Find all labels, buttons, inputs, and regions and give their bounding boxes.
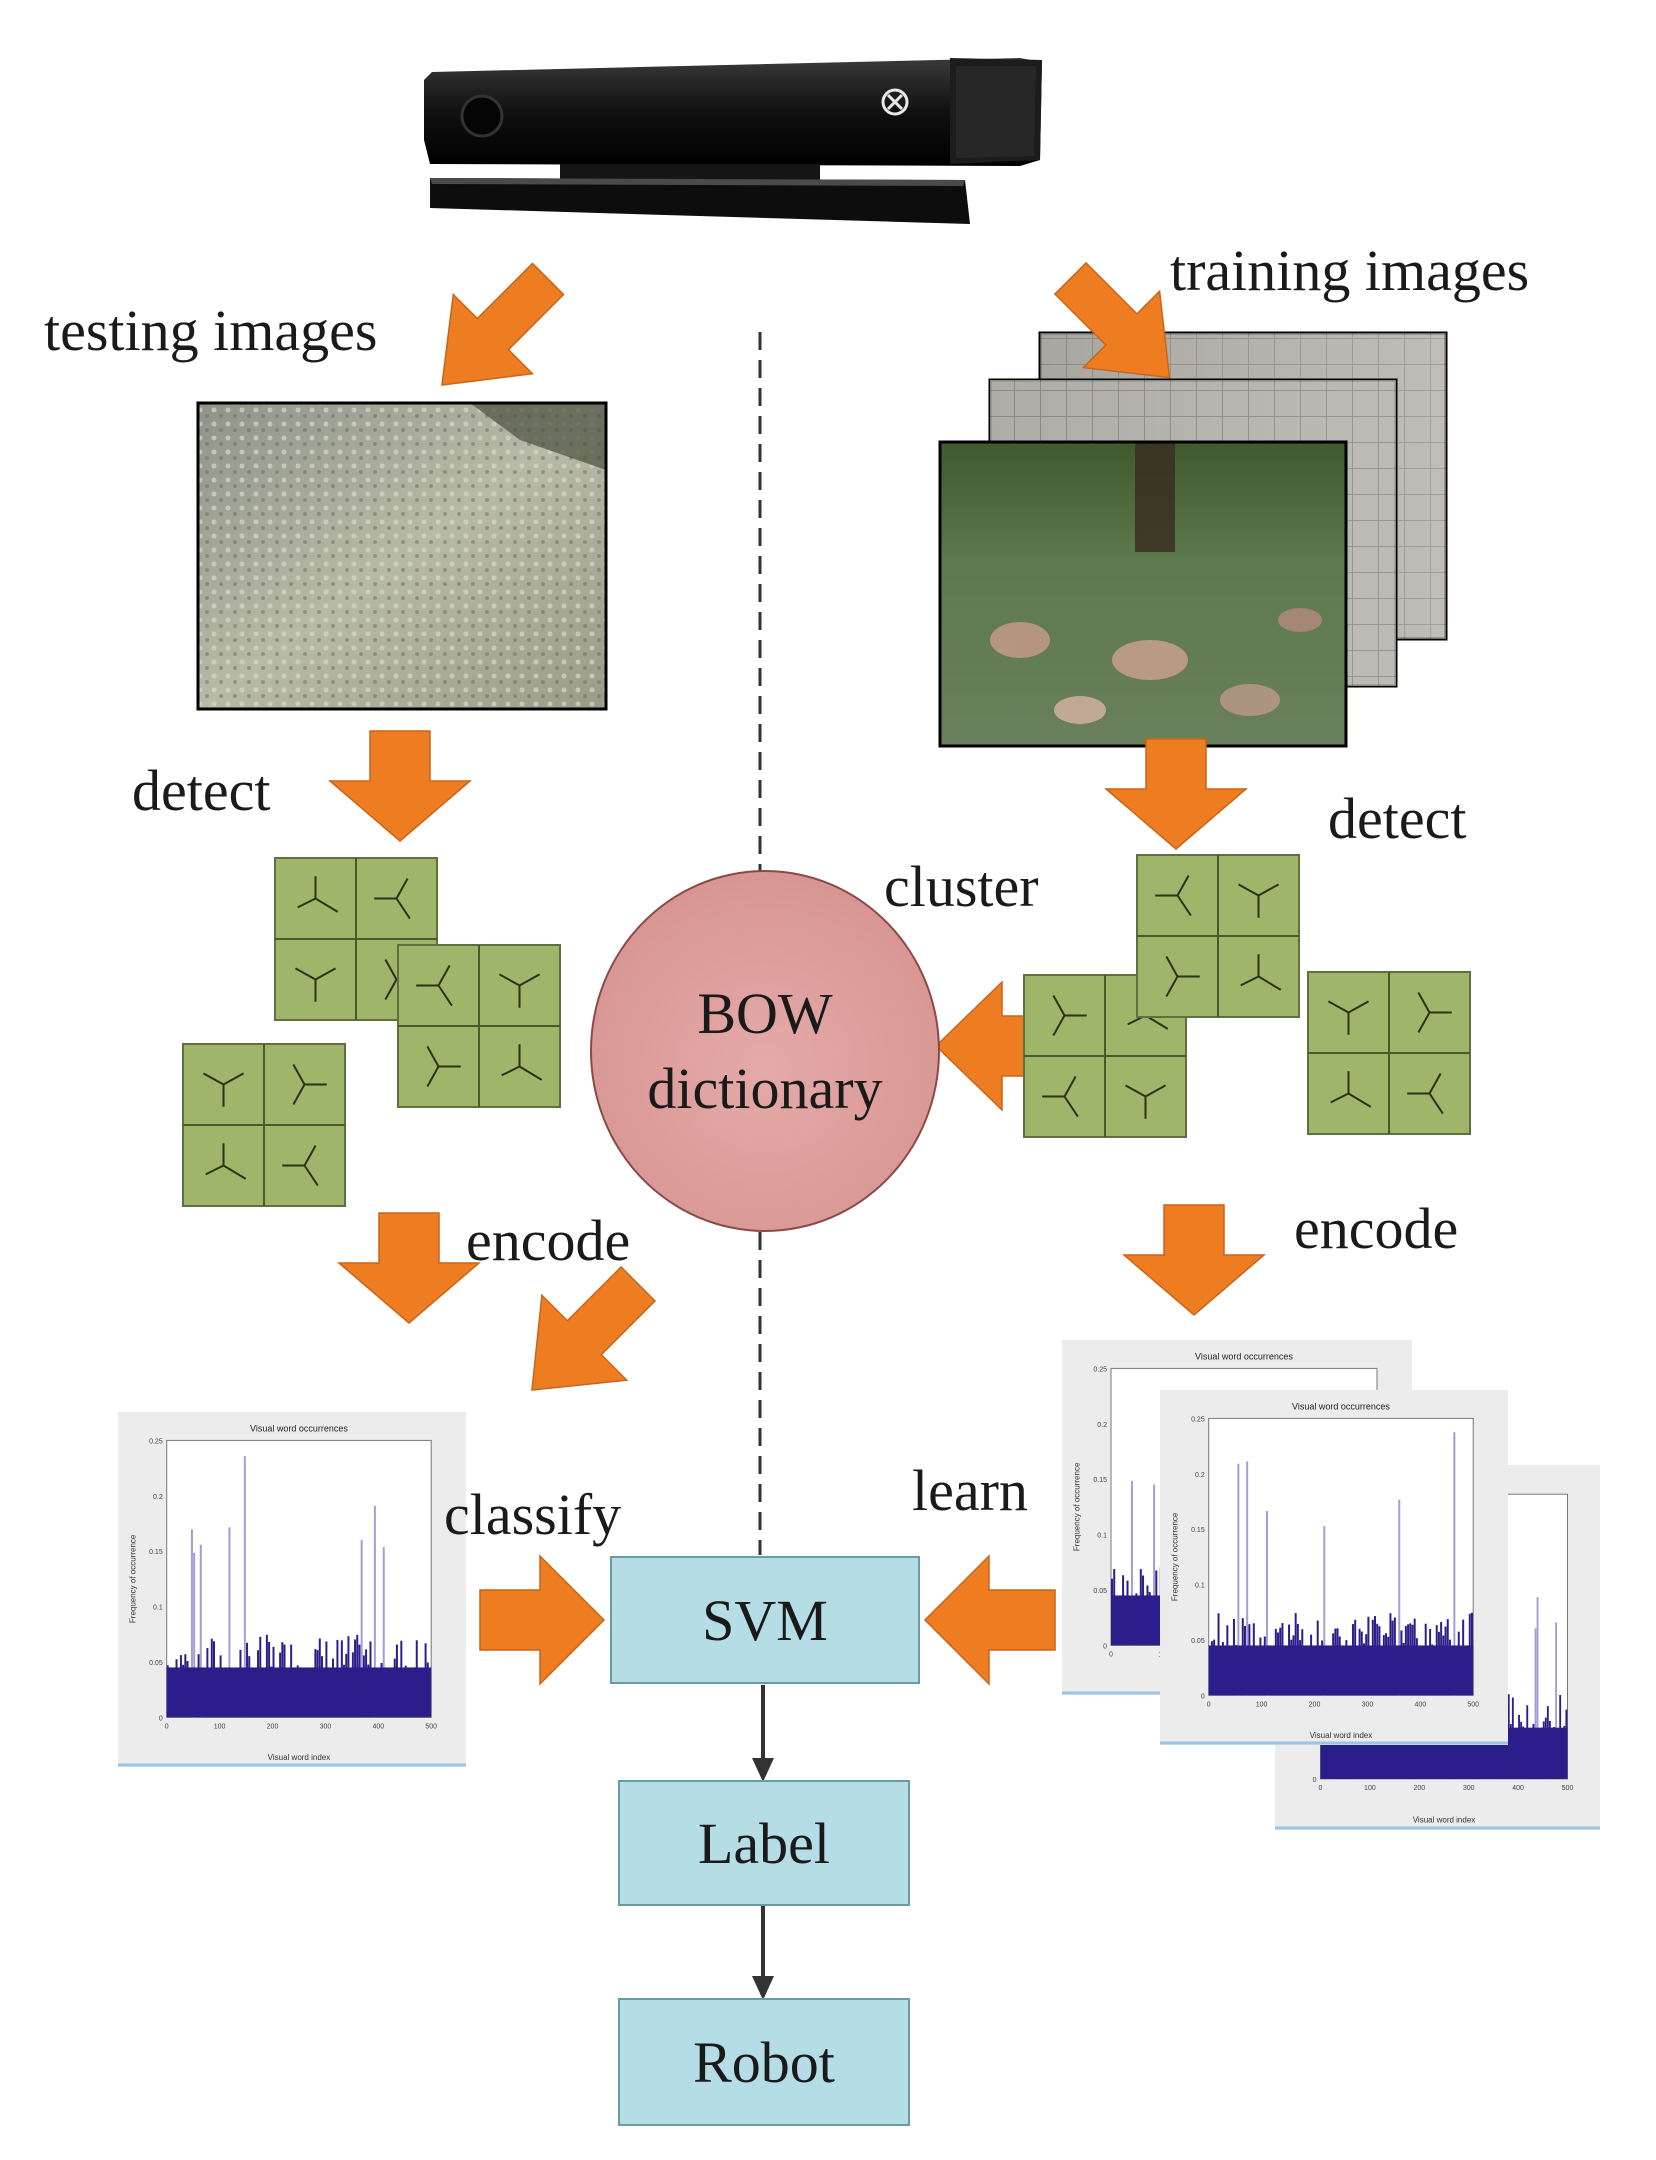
training-images-label: training images	[1170, 238, 1530, 303]
patch-train-2	[1136, 854, 1300, 1018]
hist-ytick: 0.1	[1195, 1583, 1205, 1590]
hist-ytick: 0.05	[1191, 1638, 1205, 1645]
hist-ytick: 0.15	[1191, 1527, 1205, 1534]
arrow-encode-left	[336, 1212, 482, 1324]
encode-left-label: encode	[466, 1208, 631, 1273]
hist-ytick: 0.1	[153, 1605, 163, 1612]
hist-xtick: 0	[1207, 1701, 1211, 1708]
hist-ylabel: Frequency of occurrence	[1170, 1512, 1179, 1601]
hist-ytick: 0.15	[149, 1549, 163, 1556]
hist-xtick: 100	[214, 1723, 226, 1730]
hist-xtick: 500	[425, 1723, 437, 1730]
hist-ytick: 0.25	[1093, 1366, 1107, 1373]
hist-ylabel: Frequency of occurrence	[1073, 1462, 1082, 1551]
hist-xtick: 400	[1414, 1701, 1426, 1708]
arrow-encode-diag	[531, 1265, 657, 1391]
training-images-stack	[938, 331, 1448, 748]
hist-xtick: 0	[1109, 1651, 1113, 1658]
hist-title: Visual word occurrences	[250, 1424, 348, 1434]
label-box: Label	[618, 1780, 910, 1906]
hist-ytick: 0.2	[153, 1494, 163, 1501]
hist-xtick: 500	[1562, 1785, 1574, 1792]
flow-arrows	[752, 1685, 774, 2000]
hist-xtick: 200	[1309, 1701, 1321, 1708]
svm-box: SVM	[610, 1556, 920, 1684]
arrow-training-in	[1053, 261, 1171, 379]
learn-label: learn	[912, 1458, 1028, 1523]
hist-xtick: 400	[1512, 1785, 1524, 1792]
arrow-detect-right	[1103, 738, 1249, 850]
hist-ytick: 0	[1103, 1643, 1107, 1650]
hist-xtick: 400	[372, 1723, 384, 1730]
cluster-label: cluster	[884, 854, 1039, 919]
hist-xlabel: Visual word index	[1413, 1816, 1476, 1825]
hist-ytick: 0.2	[1097, 1422, 1107, 1429]
hist-xtick: 500	[1467, 1701, 1479, 1708]
kinect-sensor-image	[424, 58, 1042, 224]
hist-xtick: 200	[1413, 1785, 1425, 1792]
hist-ylabel: Frequency of occurrence	[128, 1534, 137, 1623]
orange-arrows	[327, 261, 1267, 1686]
hist-xtick: 300	[1463, 1785, 1475, 1792]
hist-ytick: 0.15	[1093, 1477, 1107, 1484]
classify-label: classify	[444, 1482, 622, 1547]
hist-xlabel: Visual word index	[268, 1753, 331, 1762]
dictionary-line1: BOW	[697, 980, 833, 1046]
encode-right-label: encode	[1294, 1196, 1459, 1261]
hist-xtick: 100	[1364, 1785, 1376, 1792]
arrow-testing-in	[441, 262, 565, 386]
detect-left-label: detect	[132, 758, 271, 823]
patch-train-3	[1307, 971, 1471, 1135]
hist-xtick: 300	[320, 1723, 332, 1730]
bow-dictionary-node: BOW dictionary	[590, 870, 940, 1232]
hist-ytick: 0	[1313, 1777, 1317, 1784]
detect-right-label: detect	[1328, 786, 1467, 851]
hist-ytick: 0.25	[149, 1438, 163, 1445]
hist-ytick: 0	[159, 1715, 163, 1722]
dictionary-line2: dictionary	[647, 1056, 883, 1121]
hist-ytick: 0	[1201, 1693, 1205, 1700]
hist-ytick: 0.2	[1195, 1472, 1205, 1479]
hist-xlabel: Visual word index	[1310, 1731, 1373, 1740]
hist-xtick: 200	[267, 1723, 279, 1730]
patch-test-2	[397, 944, 561, 1108]
hist-title: Visual word occurrences	[1195, 1352, 1293, 1362]
hist-ytick: 0.1	[1097, 1533, 1107, 1540]
arrow-classify	[479, 1554, 606, 1686]
hist-xtick: 0	[1319, 1785, 1323, 1792]
hist-ytick: 0.25	[1191, 1416, 1205, 1423]
feature-patches	[182, 854, 1471, 1207]
testing-image	[196, 401, 608, 711]
arrow-detect-left	[327, 730, 473, 842]
robot-box: Robot	[618, 1998, 910, 2126]
arrow-encode-right	[1121, 1204, 1267, 1316]
arrow-learn	[923, 1554, 1056, 1686]
hist-xtick: 300	[1362, 1701, 1374, 1708]
hist-ytick: 0.05	[149, 1660, 163, 1667]
hist-xtick: 0	[165, 1723, 169, 1730]
patch-test-3	[182, 1043, 346, 1207]
hist-title: Visual word occurrences	[1292, 1402, 1390, 1412]
hist-xtick: 100	[1256, 1701, 1268, 1708]
hist-ytick: 0.05	[1093, 1588, 1107, 1595]
testing-images-label: testing images	[44, 298, 378, 363]
